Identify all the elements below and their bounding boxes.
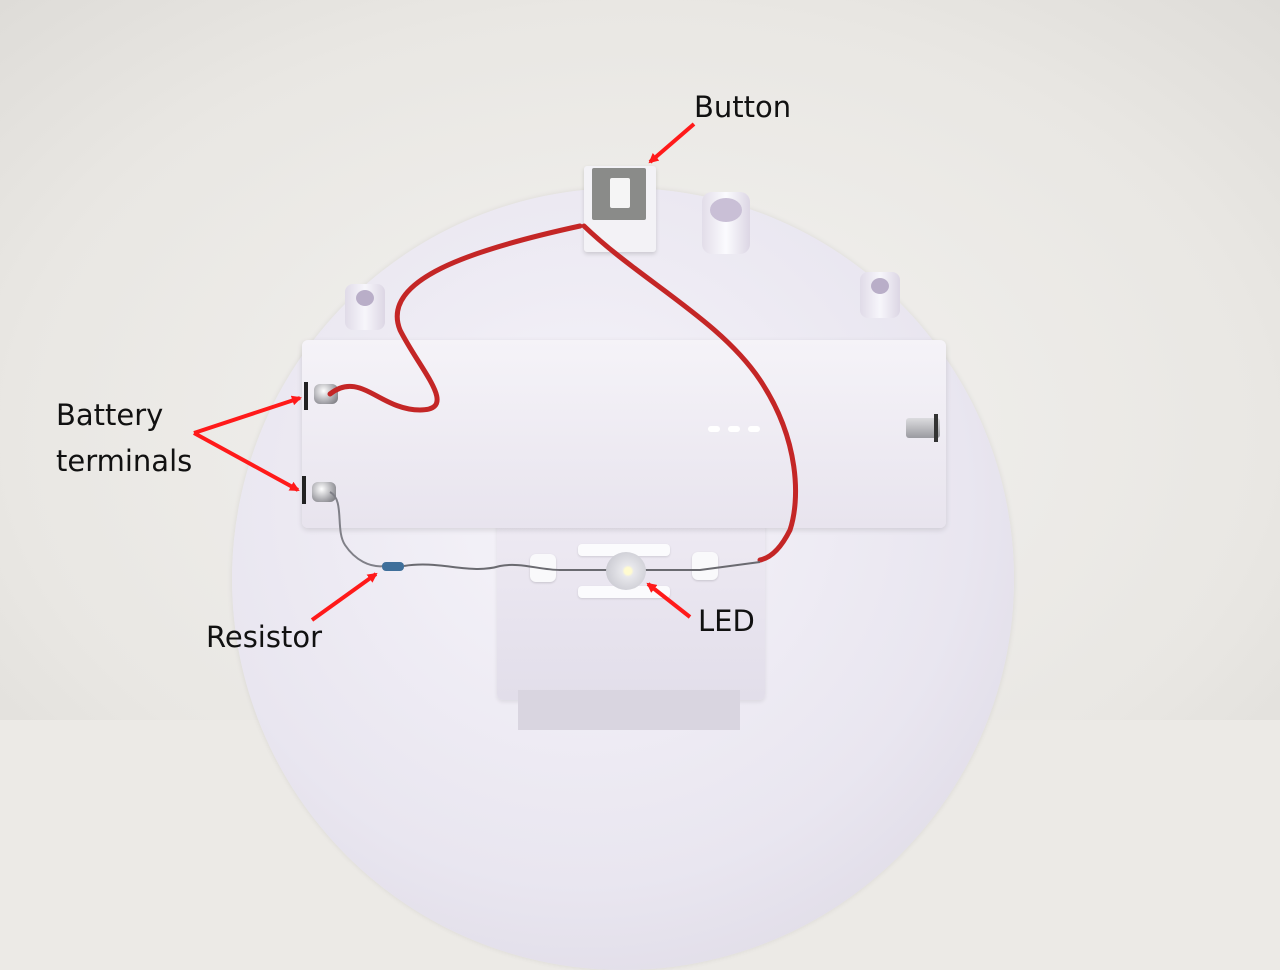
- mounting-post-center: [702, 192, 750, 254]
- mounting-post-left: [345, 284, 385, 330]
- label-button: Button: [694, 90, 792, 124]
- led-bracket-top: [578, 544, 670, 556]
- red-wire-battery-to-button: [327, 223, 583, 413]
- resistor: [382, 562, 404, 571]
- label-resistor: Resistor: [206, 620, 322, 654]
- battery-clip-right: [906, 418, 940, 438]
- battery-terminal-top: [314, 384, 338, 404]
- arrow-to-bottom-terminal: [193, 431, 300, 492]
- terminal-bar-bottom: [302, 476, 306, 504]
- red-wire-button-to-led: [581, 223, 799, 563]
- mounting-post-right: [860, 272, 900, 318]
- battery-compartment: [302, 340, 946, 528]
- arrow-to-button: [648, 122, 696, 164]
- terminal-bar-top: [304, 382, 308, 410]
- switch-knob: [610, 178, 630, 208]
- wires-and-arrows: [193, 122, 799, 622]
- battery-clip-bar: [934, 414, 938, 442]
- label-battery-line1: Battery: [56, 398, 164, 432]
- arrow-to-led: [646, 582, 692, 619]
- battery-terminal-bottom: [312, 482, 336, 502]
- resistor-lead-left: [329, 491, 386, 568]
- wire-holder-right: [692, 552, 718, 580]
- led-bulb: [606, 552, 646, 590]
- circuit-lead-wire: [403, 561, 761, 571]
- label-led: LED: [698, 604, 755, 638]
- label-battery-line2: terminals: [56, 444, 193, 478]
- vent-slot: [708, 426, 720, 432]
- vent-slot: [748, 426, 760, 432]
- vent-slot: [728, 426, 740, 432]
- arrow-to-top-terminal: [193, 395, 302, 435]
- arrow-to-resistor: [310, 572, 378, 622]
